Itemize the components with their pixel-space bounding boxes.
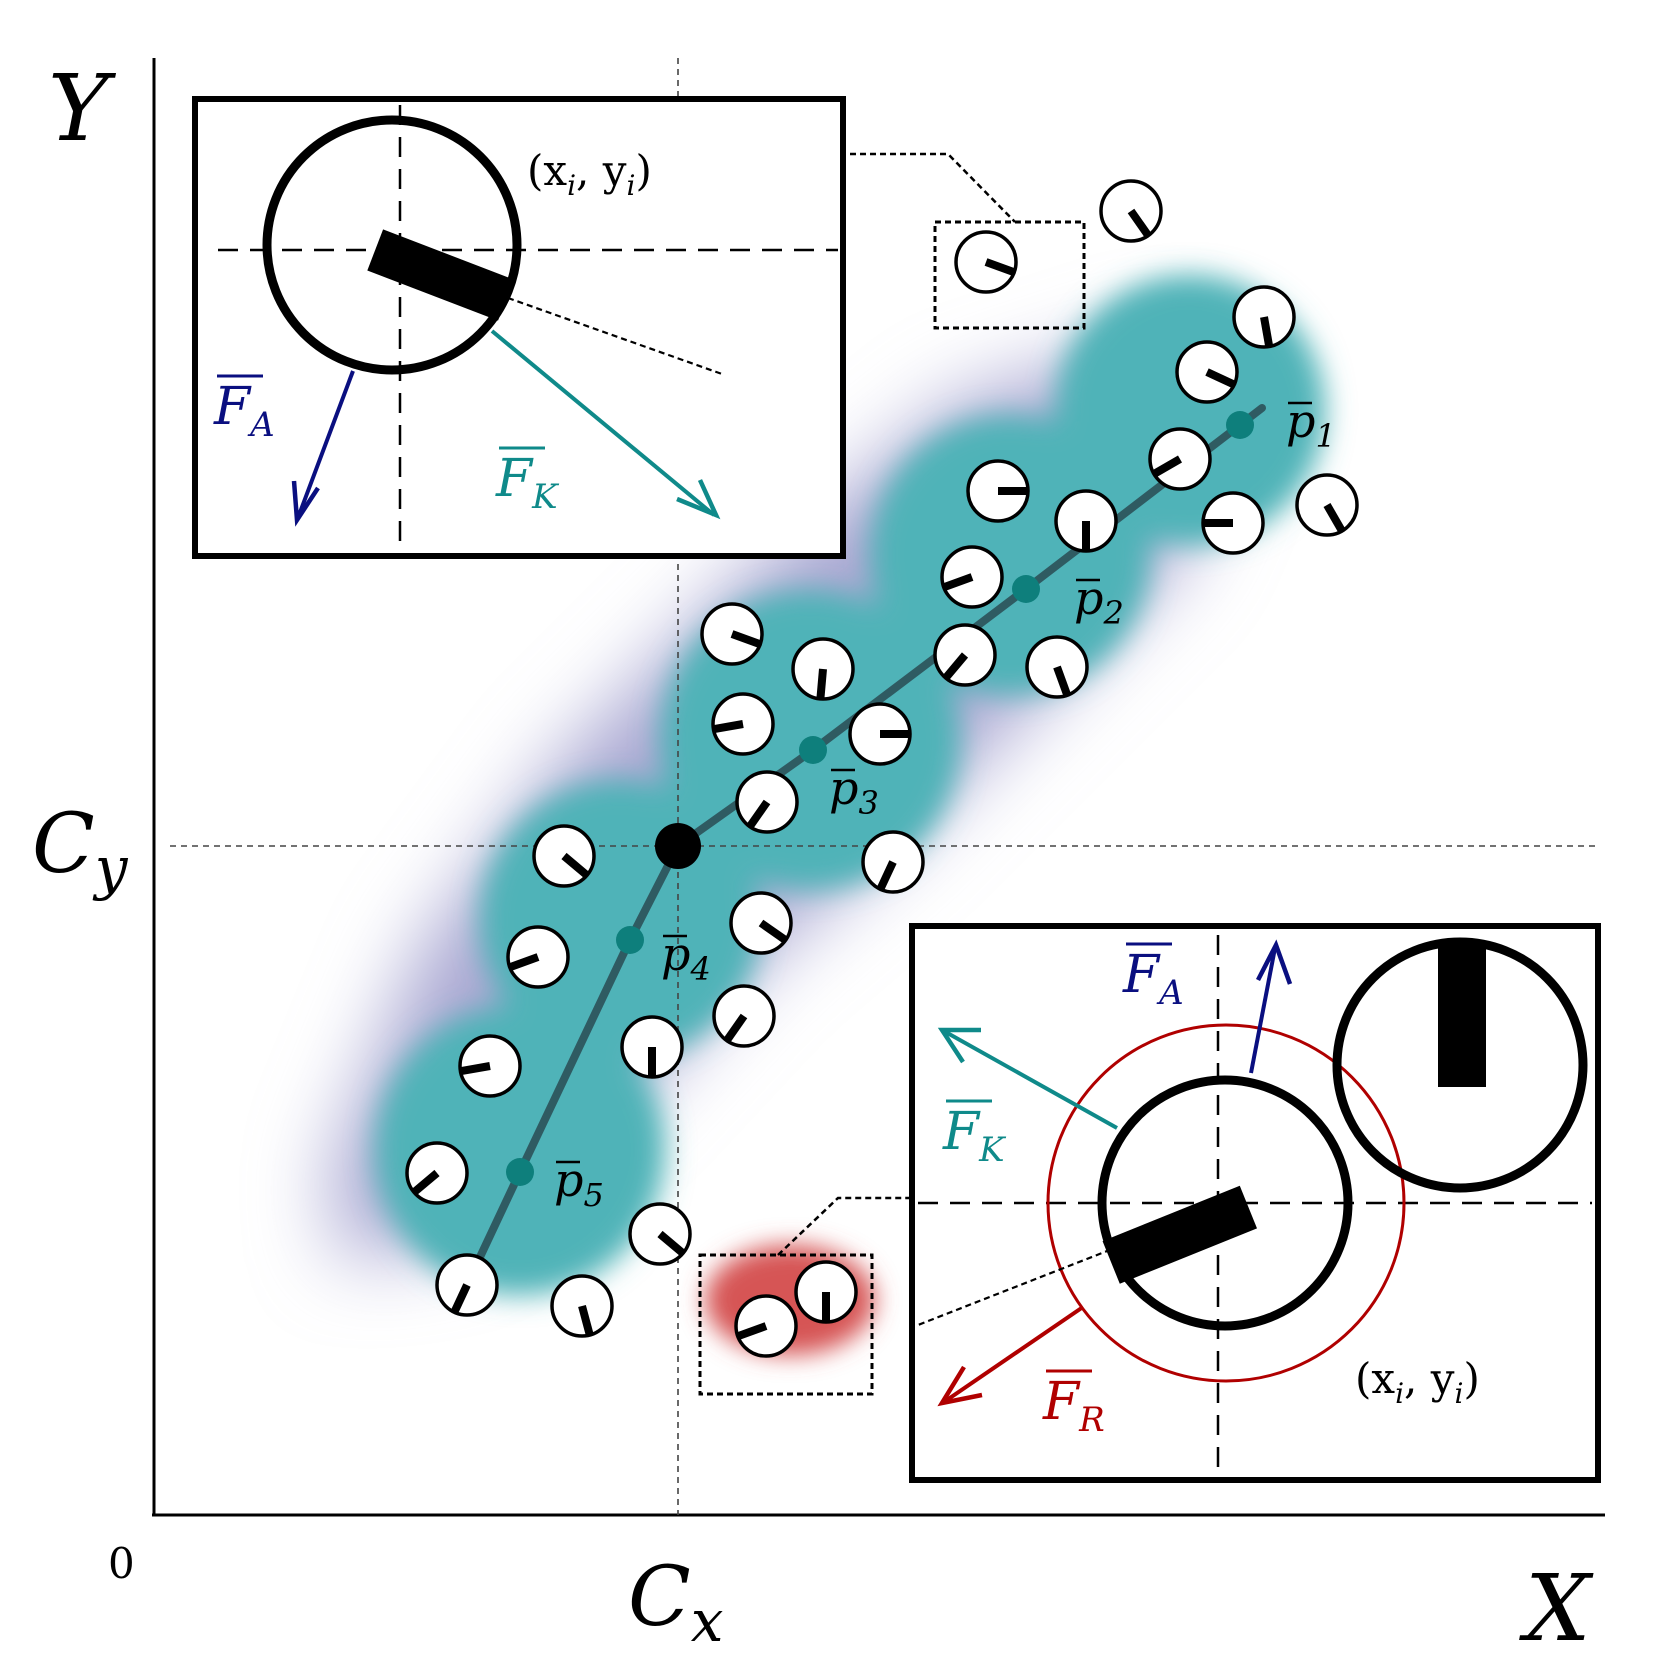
inset-top-coord-label: (xi, yi) — [527, 146, 652, 202]
robot-disc-icon — [435, 1253, 499, 1317]
y-axis-label: Y — [48, 55, 117, 162]
waypoint-labels: p1 p2 p3 p4 p5 — [554, 394, 1336, 1214]
robot-disc-icon — [1148, 427, 1212, 491]
robot-disc-icon — [729, 891, 793, 955]
waypoint-1 — [1226, 411, 1254, 439]
robot-disc-icon — [966, 459, 1030, 523]
centroid-dot-icon — [655, 823, 701, 869]
inset-bottom: (xi, yi) FA FK FR — [909, 923, 1601, 1483]
svg-text:p1: p1 — [1286, 394, 1336, 455]
inset-top-robot-icon — [262, 115, 522, 375]
robot-disc-icon — [532, 824, 596, 888]
robot-disc-icon — [735, 770, 799, 834]
inset-top-heading-bar — [367, 229, 514, 321]
waypoint-5 — [506, 1158, 534, 1186]
waypoint-label-1: p1 — [1286, 394, 1336, 455]
inset-top-force-k-label: FK — [495, 446, 560, 517]
robot-disc-icon — [1295, 473, 1359, 537]
inset-bottom-heading-bar — [1102, 1185, 1258, 1284]
robot-disc-icon — [1201, 491, 1265, 555]
robot-disc-icon — [1054, 489, 1118, 553]
inset-bottom-force-r-label: FR — [1042, 1369, 1105, 1440]
inset-bottom-neighbor-heading-bar — [1438, 942, 1486, 1087]
inset-bottom-repulsion-radius — [1046, 1023, 1406, 1383]
waypoints — [506, 411, 1254, 1186]
cluster-region-5 — [375, 1005, 665, 1295]
waypoint-label-5: p5 — [554, 1153, 604, 1214]
svg-text:FA: FA — [213, 377, 275, 445]
robot-disc-icon — [700, 602, 764, 666]
origin-label: 0 — [108, 1539, 135, 1588]
robot-disc-icon — [1175, 340, 1239, 404]
svg-text:p5: p5 — [554, 1153, 604, 1214]
inset-top-force-k-arrow — [490, 329, 716, 517]
inset-bottom-robot-icon — [1097, 1075, 1353, 1331]
robot-disc-icon — [550, 1274, 614, 1338]
svg-text:p2: p2 — [1074, 571, 1124, 632]
cx-label: Cx — [628, 1550, 723, 1655]
inset-top-force-a-arrow — [297, 370, 355, 516]
svg-text:FA: FA — [1122, 945, 1184, 1013]
svg-text:FK: FK — [495, 449, 560, 517]
robot-disc-icon — [794, 1260, 858, 1324]
zoom-callout-top — [840, 152, 1086, 330]
inset-bottom-force-k-arrow — [941, 1028, 1118, 1130]
robot-disc-icon — [712, 984, 776, 1048]
robot-disc-icon — [711, 692, 775, 756]
svg-text:p4: p4 — [661, 927, 711, 988]
robot-disc-icon — [940, 545, 1004, 609]
inset-bottom-force-a-label: FA — [1122, 942, 1184, 1013]
waypoint-4 — [616, 926, 644, 954]
inset-top: (xi, yi) FA FK — [192, 96, 846, 559]
inset-bottom-coord-label: (xi, yi) — [1355, 1354, 1480, 1410]
robot-disc-icon — [628, 1202, 692, 1266]
svg-text:FR: FR — [1042, 1372, 1105, 1440]
waypoint-3 — [799, 736, 827, 764]
waypoint-label-3: p3 — [829, 761, 879, 822]
robot-disc-icon — [1025, 635, 1089, 699]
robot-disc-icon — [954, 230, 1018, 294]
svg-text:p3: p3 — [829, 761, 879, 822]
cy-label: Cy — [32, 797, 129, 902]
zoom-callout-bottom — [698, 1196, 910, 1396]
x-axis-label: X — [1519, 1555, 1594, 1662]
robots — [405, 179, 1359, 1358]
cluster-region-2 — [870, 415, 1150, 695]
robot-disc-icon — [458, 1034, 522, 1098]
robot-disc-icon — [734, 1294, 798, 1358]
robot-disc-icon — [620, 1015, 684, 1079]
inset-top-force-a-label: FA — [213, 374, 275, 445]
robot-disc-icon — [848, 702, 912, 766]
waypoint-label-2: p2 — [1074, 571, 1124, 632]
robot-disc-icon — [405, 1141, 469, 1205]
robot-disc-icon — [791, 637, 855, 701]
waypoint-label-4: p4 — [661, 927, 711, 988]
inset-bottom-force-k-label: FK — [942, 1099, 1007, 1170]
waypoint-2 — [1012, 575, 1040, 603]
inset-bottom-force-a-arrow — [1249, 947, 1277, 1074]
svg-text:FK: FK — [942, 1102, 1007, 1170]
robot-disc-icon — [1232, 285, 1296, 349]
robot-disc-icon — [933, 623, 997, 687]
robot-disc-icon — [861, 830, 925, 894]
inset-bottom-force-r-arrow — [942, 1305, 1085, 1404]
robot-disc-icon — [1099, 179, 1163, 243]
robot-disc-icon — [506, 925, 570, 989]
